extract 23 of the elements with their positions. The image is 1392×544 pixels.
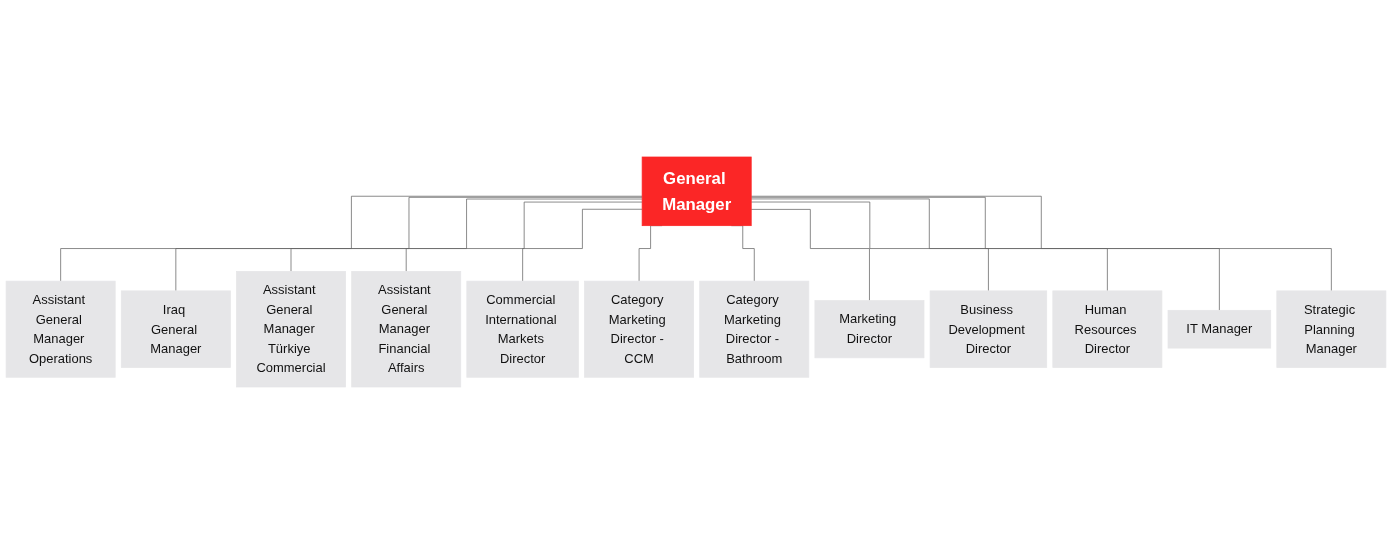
node-box: Assistant General Manager Financial Affairs: [351, 271, 462, 388]
node-box: Human Resources Director: [1052, 290, 1163, 368]
connector: [175, 196, 643, 292]
connector: [750, 198, 1108, 292]
node-box: Assistant General Manager Türkiye Commercial: [236, 271, 346, 388]
connector: [750, 195, 1332, 292]
connector: [750, 196, 1220, 311]
node-box: Category Marketing Director - Bathroom: [699, 280, 810, 378]
node-box: Strategic Planning Manager: [1276, 290, 1387, 368]
node-box: Iraq General Manager: [120, 290, 231, 368]
connector: [405, 201, 643, 272]
connector: [750, 209, 870, 301]
node-box: General Manager: [641, 156, 752, 227]
node-box: Assistant General Manager Operations: [5, 280, 116, 378]
connector: [522, 208, 643, 282]
connector: [290, 198, 643, 272]
node-box: Commercial International Markets Director: [466, 280, 579, 378]
node-box: IT Manager: [1167, 309, 1272, 349]
node-box: Marketing Director: [814, 300, 925, 359]
node-box: Category Marketing Director - CCM: [584, 280, 694, 378]
node-box: Business Development Director: [929, 290, 1048, 368]
connector: [60, 195, 643, 282]
connector: [750, 201, 989, 292]
